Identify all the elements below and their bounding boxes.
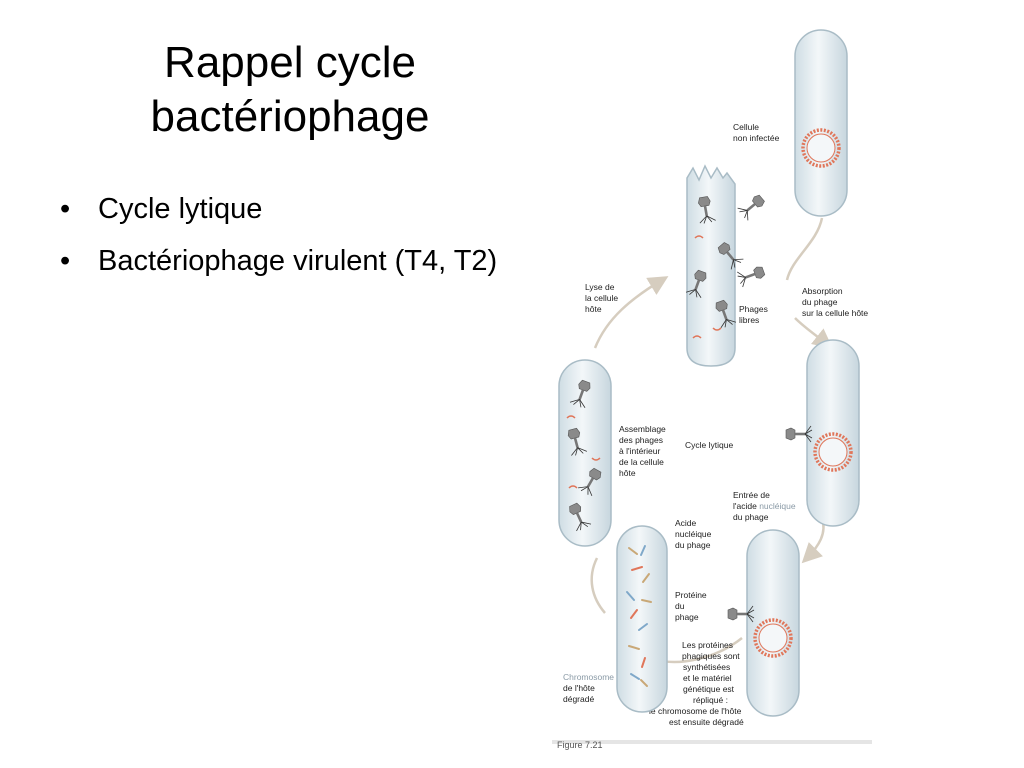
bullet-dot-icon: • [60, 193, 71, 225]
label-entree: Entrée de l'acide nucléique du phage [733, 490, 796, 522]
svg-text:et le matériel: et le matériel [683, 673, 732, 683]
bullet-list: • Cycle lytique • Bactériophage virulent… [58, 190, 498, 294]
svg-text:hôte: hôte [585, 304, 602, 314]
svg-text:est ensuite dégradé: est ensuite dégradé [669, 717, 744, 727]
slide-title-line-1: Rappel cycle [164, 38, 416, 87]
label-cellule: Cellule [733, 122, 759, 132]
svg-text:synthétisées: synthétisées [683, 662, 730, 672]
label-absorption: Absorption du phage sur la cellule hôte [802, 286, 868, 318]
svg-text:Acide: Acide [675, 518, 697, 528]
label-cycle-lytique: Cycle lytique [685, 440, 733, 450]
lytic-cycle-figure: Cellule non infectée Absorption du phage… [537, 18, 912, 750]
svg-text:du phage: du phage [733, 512, 769, 522]
label-chromosome: Chromosome de l'hôte dégradé [563, 672, 614, 704]
svg-text:du: du [675, 601, 685, 611]
arrow-to-assembly [590, 557, 606, 614]
cell-uninfected: Cellule non infectée [733, 29, 848, 217]
svg-text:de l'hôte: de l'hôte [563, 683, 595, 693]
svg-text:hôte: hôte [619, 468, 636, 478]
bullet-item: • Cycle lytique [58, 190, 498, 228]
svg-text:génétique est: génétique est [683, 684, 735, 694]
svg-text:des phages: des phages [619, 435, 663, 445]
svg-text:Lyse de: Lyse de [585, 282, 615, 292]
svg-text:la cellule: la cellule [585, 293, 618, 303]
bullet-text: Bactériophage virulent (T4, T2) [98, 245, 498, 277]
phage-icon [736, 191, 768, 222]
svg-text:phage: phage [675, 612, 699, 622]
svg-text:à l'intérieur: à l'intérieur [619, 446, 660, 456]
caption-strip [552, 740, 872, 744]
slide-title-line-2: bactériophage [150, 92, 430, 141]
cell-chromosome-degrade [616, 525, 668, 713]
arrow-to-adsorbed-cell [794, 317, 833, 349]
svg-text:dégradé: dégradé [563, 694, 594, 704]
svg-text:de la cellule: de la cellule [619, 457, 664, 467]
cell-phage-attached [785, 339, 860, 527]
svg-text:sur la cellule hôte: sur la cellule hôte [802, 308, 868, 318]
svg-text:libres: libres [739, 315, 759, 325]
svg-text:Chromosome: Chromosome [563, 672, 614, 682]
svg-text:Les protéines: Les protéines [682, 640, 733, 650]
label-entree-nucleique: nucléique [759, 501, 796, 511]
label-proteine: Protéine du phage [675, 590, 707, 622]
arrow-absorption [785, 217, 824, 281]
label-phages-libres: Phages libres [739, 304, 768, 325]
svg-text:l'acide nucléique: l'acide nucléique [733, 501, 796, 511]
bullet-item: • Bactériophage virulent (T4, T2) [58, 242, 498, 280]
label-proteines-synthese: Les protéines phagiques sont synthétisée… [649, 640, 744, 727]
bullet-text: Cycle lytique [98, 193, 263, 225]
label-entree-acide: l'acide [733, 501, 759, 511]
svg-text:Phages: Phages [739, 304, 768, 314]
label-acide: Acide nucléique du phage [675, 518, 712, 550]
cell-replication [727, 529, 800, 717]
svg-text:Protéine: Protéine [675, 590, 707, 600]
bullet-dot-icon: • [60, 245, 71, 277]
svg-text:le chromosome de l'hôte: le chromosome de l'hôte [649, 706, 742, 716]
svg-text:répliqué :: répliqué : [693, 695, 728, 705]
label-non-infectee: non infectée [733, 133, 780, 143]
label-lyse: Lyse de la cellule hôte [585, 282, 618, 314]
arrow-to-lysis [593, 276, 669, 349]
svg-text:du phage: du phage [802, 297, 838, 307]
figure-caption: Figure 7.21 [557, 740, 603, 750]
svg-text:du phage: du phage [675, 540, 711, 550]
phage-icon [735, 262, 767, 288]
cell-assemblage [558, 359, 612, 547]
svg-text:Absorption: Absorption [802, 286, 843, 296]
svg-text:nucléique: nucléique [675, 529, 712, 539]
svg-text:Assemblage: Assemblage [619, 424, 666, 434]
svg-text:phagiques sont: phagiques sont [682, 651, 740, 661]
svg-text:Entrée de: Entrée de [733, 490, 770, 500]
label-assemblage: Assemblage des phages à l'intérieur de l… [619, 424, 666, 478]
lytic-cycle-diagram: Cellule non infectée Absorption du phage… [552, 29, 872, 750]
slide-title: Rappel cycle bactériophage [60, 36, 520, 144]
cell-lyse [685, 164, 768, 367]
